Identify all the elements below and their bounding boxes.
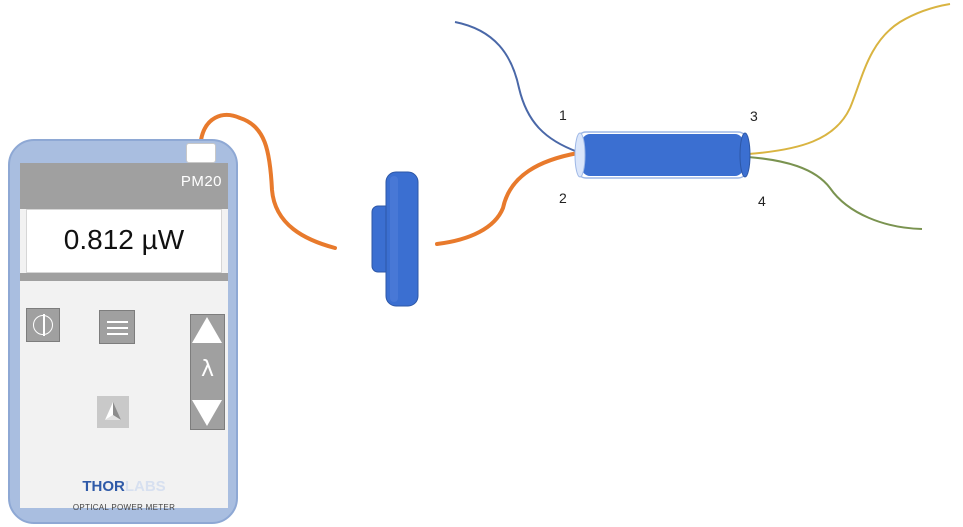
port-2-label: 2: [559, 190, 567, 206]
fiber-green-port4: [747, 156, 923, 230]
display-underbar: [20, 273, 228, 281]
power-button[interactable]: [26, 308, 60, 342]
zero-icon: [105, 402, 121, 420]
device-subtitle: OPTICAL POWER METER: [72, 503, 176, 512]
brand-part2: LABS: [124, 478, 166, 495]
arrow-down-icon[interactable]: [192, 400, 222, 426]
arrow-up-icon[interactable]: [192, 317, 222, 343]
model-bar: PM20: [20, 163, 228, 209]
fiber-connector-port: [186, 143, 216, 163]
menu-button[interactable]: [99, 310, 135, 344]
meter-face: PM20 0.812 µW λ: [20, 163, 228, 512]
power-meter: PM20 0.812 µW λ: [8, 139, 238, 524]
reading-display: 0.812 µW: [26, 209, 222, 273]
brand-logo: THORLABS: [20, 478, 228, 495]
wavelength-control: λ: [190, 314, 225, 430]
port-4-label: 4: [758, 193, 766, 209]
brand-part1: THOR: [82, 478, 125, 495]
port-1-label: 1: [559, 107, 567, 123]
zero-button[interactable]: [97, 396, 129, 428]
fiber-orange-meter: [199, 112, 337, 250]
power-icon-stem: [43, 314, 45, 336]
wavelength-label: λ: [200, 357, 215, 382]
fiber-orange-port2: [435, 151, 580, 246]
power-reading: 0.812 µW: [63, 224, 185, 255]
fiber-yellow-port3: [747, 3, 951, 155]
fiber-coupler: [574, 131, 751, 179]
fiber-blue-port1: [454, 21, 579, 153]
fiber-adapter: [371, 171, 419, 307]
model-label: PM20: [180, 173, 222, 190]
port-3-label: 3: [750, 108, 758, 124]
